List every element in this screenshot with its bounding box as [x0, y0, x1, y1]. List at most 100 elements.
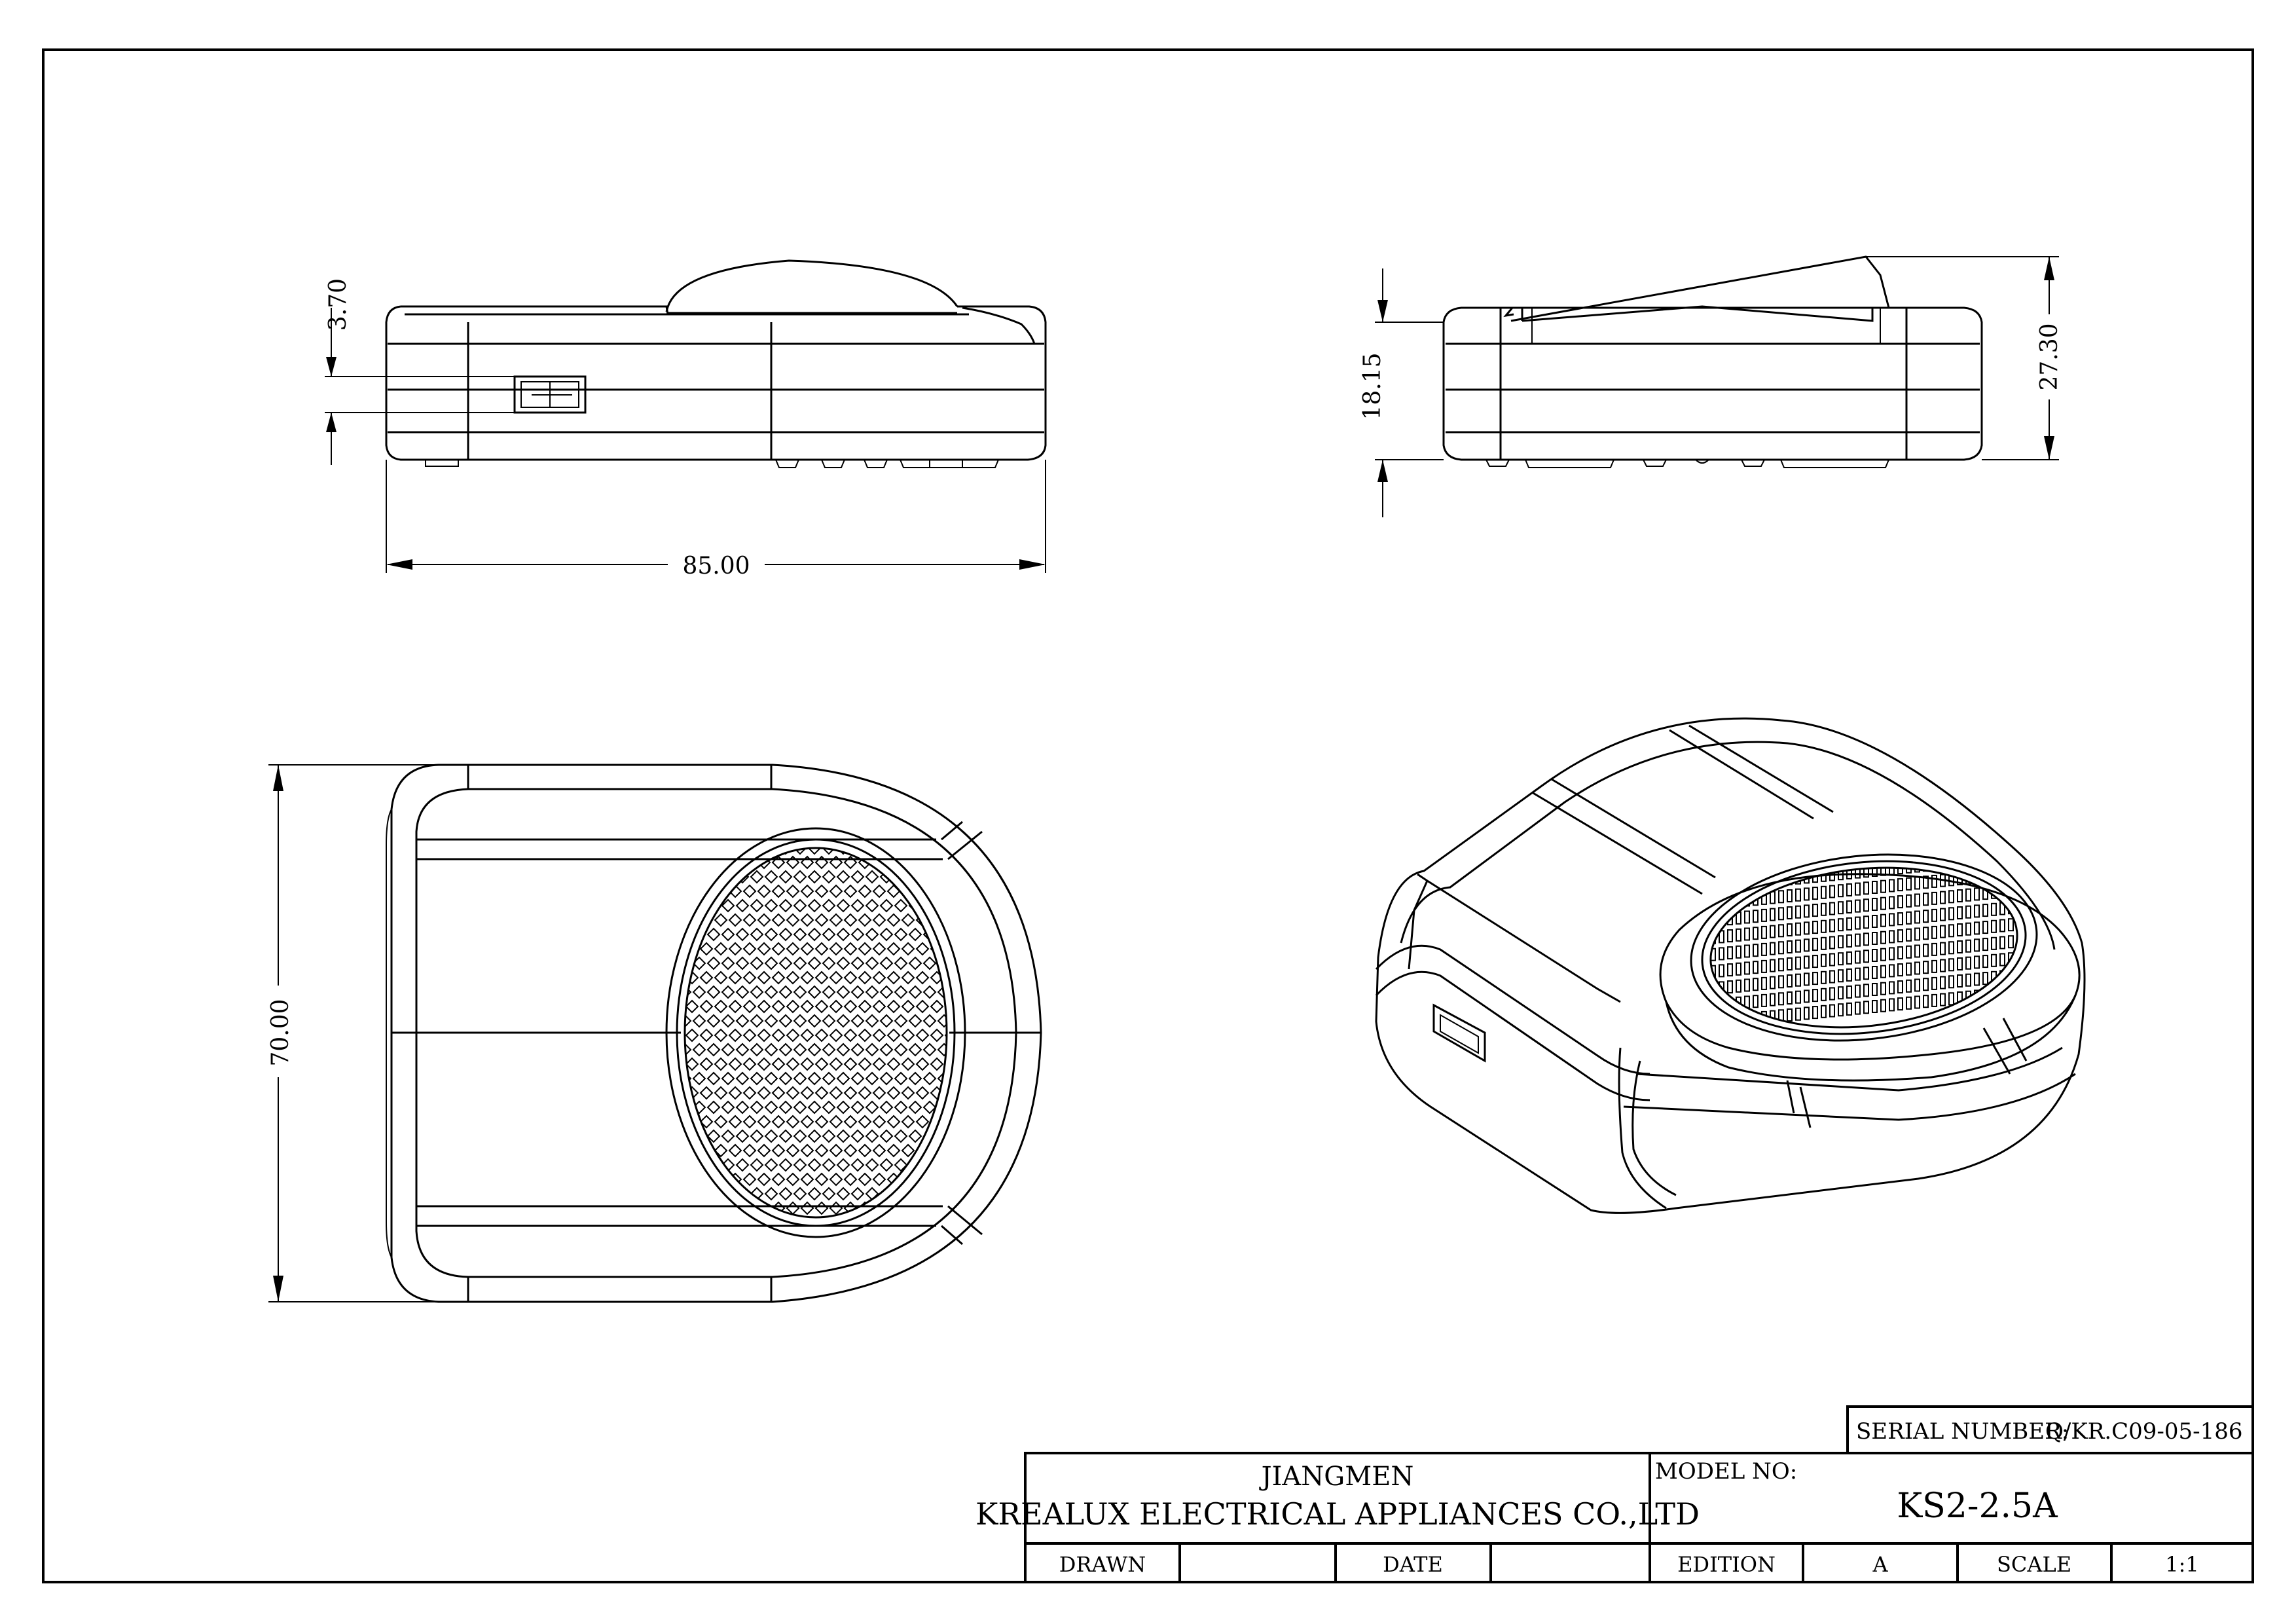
grille-cell	[778, 927, 793, 942]
grille-cell	[865, 985, 879, 999]
grille-slot	[1974, 938, 1980, 952]
grille-cell	[692, 1071, 706, 1086]
grille-cell	[778, 870, 793, 884]
grille-cell	[728, 942, 742, 956]
grille-cell	[800, 1086, 814, 1100]
grille-slot	[1983, 836, 1988, 848]
grille-cell	[721, 1100, 735, 1115]
grille-slot	[1838, 935, 1844, 949]
side-view	[1442, 255, 1983, 468]
front-view	[385, 259, 1047, 468]
grille-slot	[1880, 853, 1886, 859]
grille-slot	[1914, 978, 1920, 992]
grille-cell	[771, 1115, 786, 1129]
grille-slot	[1914, 853, 1920, 856]
grille-slot	[1846, 900, 1852, 913]
grille-cell	[786, 1028, 800, 1043]
grille-cell	[706, 1014, 721, 1028]
grille-cell	[822, 848, 836, 855]
grille-cell	[894, 1158, 908, 1172]
grille-cell	[786, 884, 800, 898]
grille-slot	[1940, 959, 1946, 972]
grille-slot	[1923, 853, 1929, 855]
grille-cell	[721, 1129, 735, 1143]
grille-slot	[1957, 855, 1963, 868]
grille-slot	[1727, 878, 1733, 892]
grille-cell	[858, 1057, 872, 1071]
grille-slot	[1889, 896, 1895, 910]
serial-number-value: Q/KR.C09-05-186	[2045, 1418, 2243, 1445]
grille-slot	[1863, 932, 1869, 946]
grille-cell	[735, 1071, 750, 1086]
grille-slot	[1778, 992, 1784, 1006]
grille-cell	[829, 855, 843, 870]
grille-cell	[714, 1201, 728, 1215]
grille-slot	[1778, 856, 1784, 870]
grille-cell	[894, 1071, 908, 1086]
grille-slot	[1957, 940, 1963, 953]
grille-cell	[714, 1143, 728, 1158]
grille-cell	[685, 985, 692, 999]
grille-cell	[757, 1028, 771, 1043]
grille-slot	[1727, 946, 1733, 960]
grille-cell	[771, 942, 786, 956]
grille-slot	[1770, 857, 1776, 870]
grille-cell	[692, 870, 706, 884]
grille-cell	[836, 1158, 850, 1172]
edition-value: A	[1872, 1552, 1888, 1577]
grille-cell	[807, 1100, 822, 1115]
grille-slot	[1804, 887, 1810, 901]
grille-slot	[1872, 898, 1878, 911]
grille-cell	[685, 848, 692, 855]
grille-slot	[1761, 993, 1767, 1007]
grille-cell	[930, 1201, 944, 1215]
grille-slot	[1838, 986, 1844, 1000]
grille-cell	[757, 1172, 771, 1187]
grille-slot	[1982, 938, 1988, 951]
grille-cell	[771, 1057, 786, 1071]
grille-cell	[807, 870, 822, 884]
grille-slot	[1744, 961, 1750, 975]
scale-label: SCALE	[1997, 1552, 2071, 1577]
grille-cell	[872, 999, 886, 1014]
grille-slot	[1753, 858, 1758, 872]
grille-slot	[1906, 911, 1912, 925]
grille-slot	[1846, 968, 1852, 982]
grille-cell	[886, 913, 901, 927]
grille-cell	[735, 1158, 750, 1172]
grille-cell	[922, 985, 937, 999]
grille-slot	[1744, 978, 1750, 992]
grille-slot	[1923, 961, 1929, 974]
grille-cell	[822, 1071, 836, 1086]
grille-slot	[1872, 966, 1878, 979]
grille-slot	[1906, 877, 1912, 891]
grille-slot	[1795, 888, 1801, 902]
serial-number-label: SERIAL NUMBER:	[1856, 1418, 2069, 1445]
grille-slot	[1855, 950, 1861, 964]
grille-cell	[894, 1129, 908, 1143]
grille-cell	[937, 1187, 947, 1201]
grille-cell	[814, 913, 829, 927]
grille-slot	[1778, 924, 1784, 938]
grille-slot	[1863, 1001, 1869, 1014]
grille-cell	[699, 942, 714, 956]
grille-cell	[685, 1028, 699, 1043]
grille-slot	[1940, 976, 1946, 989]
grille-cell	[742, 999, 757, 1014]
grille-cell	[742, 1143, 757, 1158]
grille-cell	[829, 942, 843, 956]
grille-slot	[1982, 955, 1988, 969]
grille-slot	[1941, 841, 1945, 853]
grille-slot	[1966, 838, 1971, 850]
dimension-thickness: 3.70	[325, 278, 515, 465]
grille-cell	[721, 927, 735, 942]
grille-slot	[2008, 986, 2014, 1000]
grille-slot	[1727, 963, 1733, 977]
grille-slot	[1965, 888, 1971, 902]
grille-cell	[850, 870, 865, 884]
grille-slot	[1812, 887, 1818, 900]
grille-cell	[706, 1043, 721, 1057]
drawn-label: DRAWN	[1059, 1552, 1146, 1577]
grille-cell	[901, 970, 915, 985]
